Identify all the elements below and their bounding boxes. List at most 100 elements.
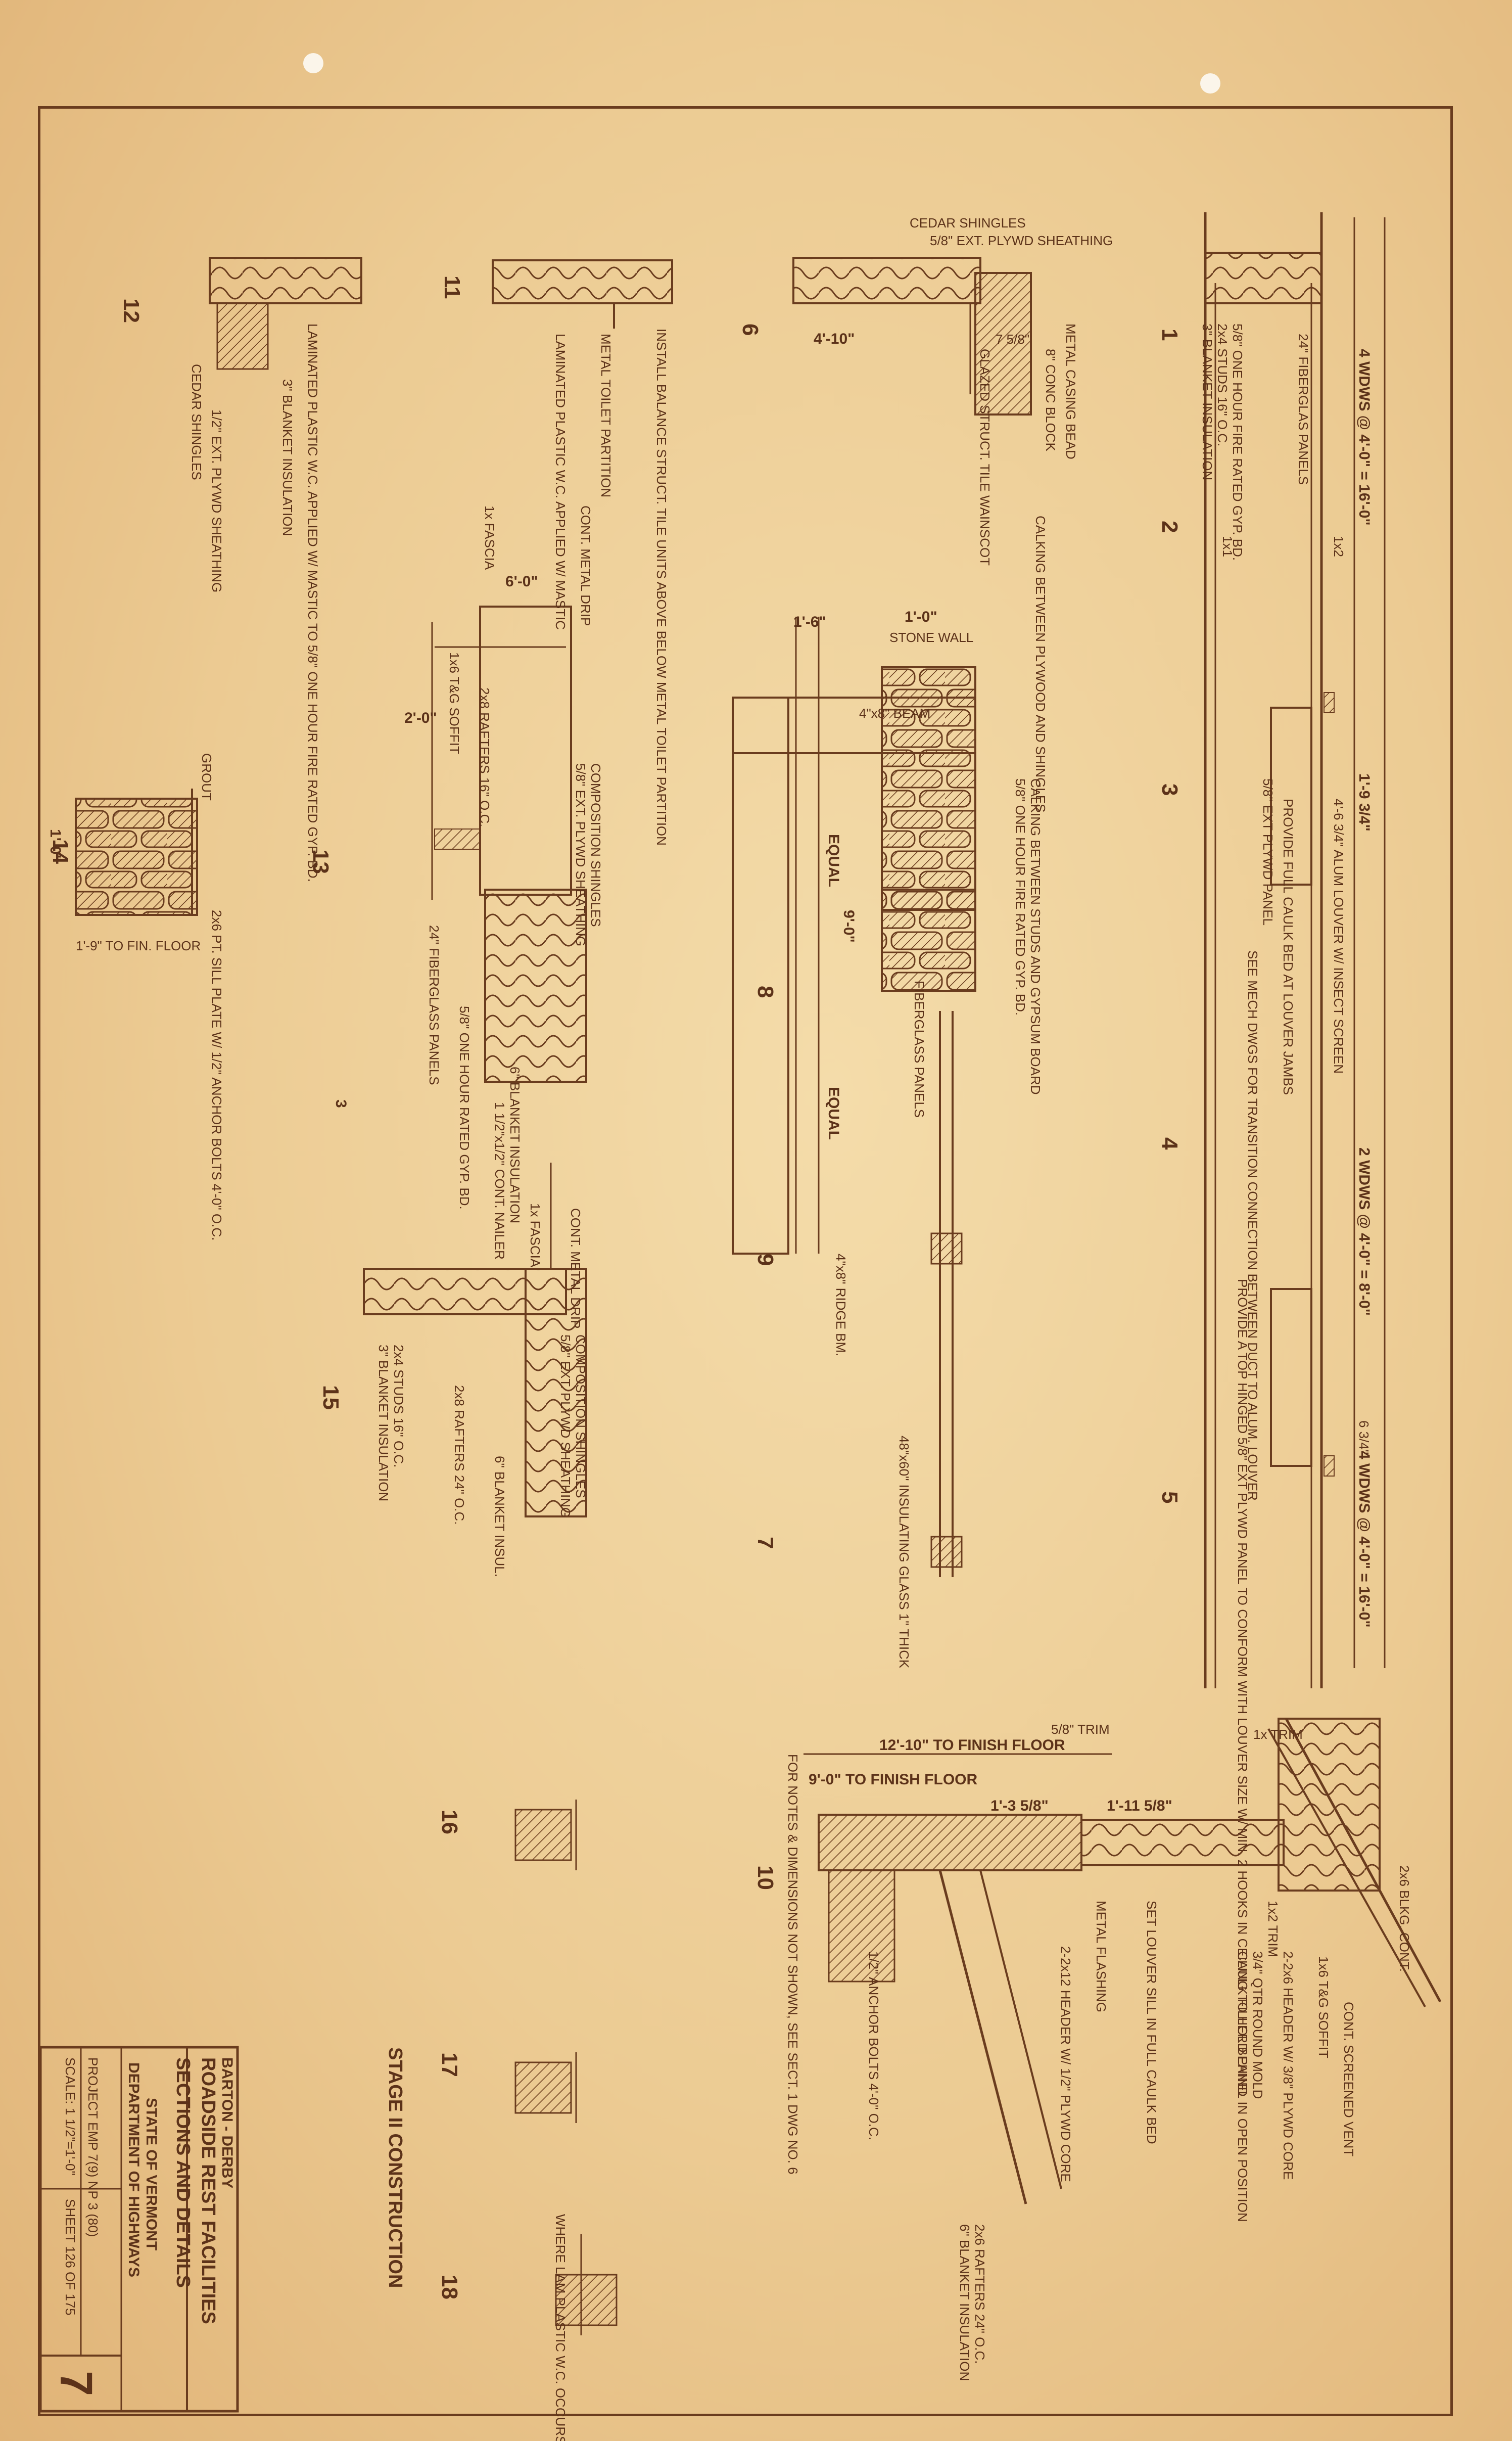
note: 2x8 RAFTERS 16" O.C. xyxy=(477,687,492,827)
note: LAMINATED PLASTIC W.C. APPLIED W/ MASTIC xyxy=(553,334,568,630)
section-14-foundation xyxy=(75,789,198,916)
section-number: 13 xyxy=(308,849,333,874)
note: 3" BLANKET INSULATION xyxy=(280,379,295,536)
section-13-eave xyxy=(431,606,587,1083)
note: 6" BLANKET INSULATION xyxy=(507,1067,523,1223)
note: 4"x8" BEAM xyxy=(859,706,930,721)
note: CALKING BETWEEN STUDS AND GYPSUM BOARD xyxy=(1028,778,1043,1095)
note: 1x2 TRIM xyxy=(1265,1901,1281,1957)
dimension: 1'-11 5/8" xyxy=(1107,1798,1172,1814)
note: 1x2 xyxy=(1331,536,1346,557)
note: 8" CONC BLOCK xyxy=(1043,349,1058,451)
note: COMPOSITION SHINGLES xyxy=(573,1334,588,1498)
section-number: 10 xyxy=(753,1865,778,1890)
note: 1x FASCIA xyxy=(528,1203,543,1268)
punch-hole-left xyxy=(303,53,323,73)
note: LAMINATED PLASTIC W.C. APPLIED W/ MASTIC… xyxy=(305,324,320,882)
note: PROVIDE FULL CAULK BED AT LOUVER JAMBS xyxy=(1281,799,1296,1095)
title-sheet-count: SHEET 126 OF 175 xyxy=(63,2199,78,2316)
title-location: BARTON - DERBY xyxy=(219,2057,235,2188)
note: CAULK FILLER BEHIND xyxy=(1235,1951,1250,2097)
note: 1x TRIM xyxy=(1253,1727,1303,1742)
dimension: 2'-0" xyxy=(404,710,437,726)
note: 2x6 RAFTERS 24" O.C. xyxy=(972,2224,987,2364)
section-number: 2 xyxy=(1157,521,1182,533)
note: PROVIDE A TOP HINGED 5/8" EXT PLYWD PANE… xyxy=(1235,1279,1250,2222)
note: 3" BLANKET INSULATION xyxy=(376,1345,391,1501)
note: 2-2x6 HEADER W/ 3/8" PLYWD CORE xyxy=(1281,1951,1296,2180)
dimension: 2 WDWS @ 4'-0" = 8'-0" xyxy=(1356,1147,1373,1316)
dimension: 1'-3 5/8" xyxy=(990,1798,1049,1814)
note: 2-2x12 HEADER W/ 1/2" PLYWD CORE xyxy=(1058,1946,1073,2182)
note: 1 1/2"x1/2" CONT. NAILER xyxy=(492,1102,507,1260)
title-block xyxy=(39,2046,239,2413)
note: INSTALL BALANCE STRUCT. TILE UNITS ABOVE… xyxy=(654,329,669,846)
note: 5/8" EXT PLYWD PANEL xyxy=(1260,778,1275,926)
dimension: 4 WDWS @ 4'-0" = 16'-0" xyxy=(1356,349,1373,526)
title-scale: SCALE: 1 1/2"=1'-0" xyxy=(63,2057,78,2176)
note: 5/8" EXT. PLYWD SHEATHING xyxy=(930,233,1113,248)
note: 5/8" ONE HOUR FIRE RATED GYP. BD. xyxy=(1013,778,1028,1016)
sheet-number: 7 xyxy=(51,2371,101,2396)
dimension: 1'-0" xyxy=(47,829,64,862)
section-number: 16 xyxy=(437,1810,462,1834)
note: SET LOUVER SILL IN FULL CAULK BED xyxy=(1144,1901,1159,2144)
section-number: 12 xyxy=(119,298,144,323)
note: 4"x8" RIDGE BM. xyxy=(833,1254,848,1356)
note: CALKING BETWEEN PLYWOOD AND SHINGLES xyxy=(1033,516,1048,813)
title-agency: STATE OF VERMONT xyxy=(143,2098,160,2250)
dimension: 4'-10" xyxy=(814,331,855,347)
note: 1x FASCIA xyxy=(482,505,497,570)
stone-wall-section xyxy=(732,617,976,1577)
section-number: 7 xyxy=(753,1537,778,1549)
note: 24" FIBERGLAS PANELS xyxy=(1296,334,1311,485)
dimension: EQUAL xyxy=(825,834,842,887)
section-number: 11 xyxy=(440,275,464,299)
title-sheet: SECTIONS AND DETAILS xyxy=(172,2057,194,2288)
punch-hole-right xyxy=(1200,73,1220,94)
dimension: 12'-10" TO FINISH FLOOR xyxy=(879,1737,1065,1754)
note: WHERE LAM PLASTIC W.C. OCCURS xyxy=(553,2214,568,2441)
section-number: 3 xyxy=(1157,784,1182,796)
dimension: 6 3/4" xyxy=(1356,1420,1372,1454)
note: 1/2" EXT. PLYWD SHEATHING xyxy=(209,409,224,592)
dimension: 6'-0" xyxy=(505,573,538,590)
note: 2x8 RAFTERS 24" O.C. xyxy=(452,1385,467,1525)
dimension: 1'-0" xyxy=(905,609,937,625)
note: 4'-6 3/4" ALUM LOUVER W/ INSECT SCREEN xyxy=(1331,799,1346,1074)
section-number: 14 xyxy=(48,839,73,864)
note: 1x6 T&G SOFFIT xyxy=(1316,1956,1331,2058)
note: 5/8" EXT. PLYWD SHEATHING xyxy=(558,1334,573,1517)
section-number: 3 xyxy=(333,1099,349,1108)
section-number: 17 xyxy=(437,2052,462,2077)
note: 2x6 PT. SILL PLATE W/ 1/2" ANCHOR BOLTS … xyxy=(209,910,224,1240)
section-number: 1 xyxy=(1157,329,1182,341)
note: 24" FIBERGLASS PANELS xyxy=(427,925,442,1085)
section-15-wall-roof xyxy=(363,1163,587,1517)
note: 1x1 xyxy=(1220,536,1235,557)
section-number: 6 xyxy=(738,324,763,336)
note: CONT. METAL DRIP xyxy=(578,505,593,626)
note: 3" BLANKET INSULATION xyxy=(1200,324,1215,480)
note: CONT. SCREENED VENT xyxy=(1341,2002,1356,2156)
section-number: 9 xyxy=(753,1254,778,1266)
note: METAL FLASHING xyxy=(1094,1901,1109,2012)
note: 6" BLANKET INSUL. xyxy=(492,1456,507,1577)
note: COMPOSITION SHINGLES xyxy=(588,763,603,927)
note: 2x4 STUDS 16" O.C. xyxy=(1215,324,1230,446)
section-number: 15 xyxy=(318,1385,343,1410)
dimension: EQUAL xyxy=(825,1087,842,1140)
note: 3/4" QTR ROUND MOLD xyxy=(1250,1951,1265,2099)
note: CONT. METAL DRIP xyxy=(568,1208,583,1328)
border-frame xyxy=(38,106,1453,2416)
section-number: 4 xyxy=(1157,1137,1182,1150)
note: METAL CASING BEAD xyxy=(1063,324,1078,459)
section-10-header xyxy=(804,1718,1442,2204)
note: 5/8" EXT. PLYWD SHEATHING xyxy=(573,763,588,946)
note: 5/8" TRIM xyxy=(1051,1722,1110,1737)
stage-note: STAGE II CONSTRUCTION xyxy=(385,2047,406,2288)
note: GLAZED STRUCT. TILE WAINSCOT xyxy=(977,349,993,566)
wall-plan-strip xyxy=(1204,212,1386,1688)
